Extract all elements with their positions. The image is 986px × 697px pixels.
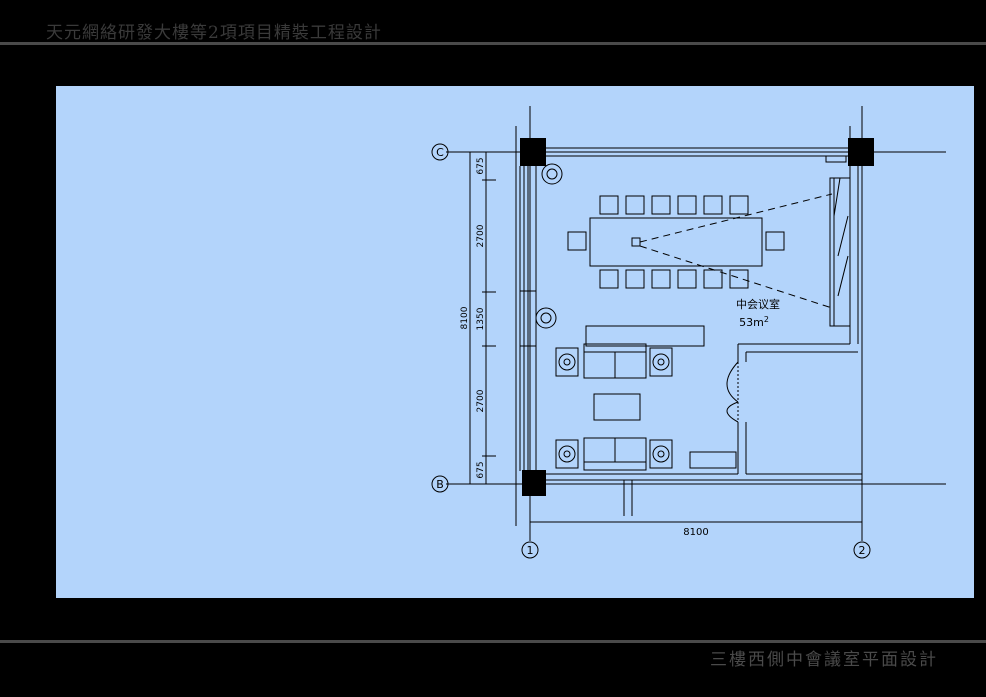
coffee-table [593, 393, 641, 421]
plant-icon [541, 163, 563, 185]
grid-label-2: 2 [859, 544, 866, 557]
conference-table [589, 217, 763, 267]
plant-icon [535, 307, 557, 329]
column [520, 138, 546, 166]
dim-segment-1: 675 [476, 157, 486, 174]
dim-segment-4: 2700 [476, 389, 486, 412]
grid-bubble-c [431, 143, 449, 161]
plan-sheet: C B 1 2 8100 675 2700 1350 2700 675 8100… [56, 86, 974, 598]
grid-bubble-b [431, 475, 449, 493]
dim-segment-5: 675 [476, 461, 486, 478]
column [848, 138, 874, 166]
projector [631, 237, 641, 247]
room-name: 中会议室 [736, 297, 780, 311]
header-rule [0, 42, 986, 45]
dim-total-vertical: 8100 [460, 306, 470, 329]
grid-bubble-1 [521, 541, 539, 559]
footer-rule [0, 640, 986, 643]
grid-label-c: C [436, 146, 444, 159]
dim-segment-2: 2700 [476, 224, 486, 247]
column [522, 470, 546, 496]
dim-segment-3: 1350 [476, 307, 486, 330]
grid-label-1: 1 [527, 544, 534, 557]
sheet-title: 三樓西側中會議室平面設計 [710, 650, 938, 670]
drawing-set-title: 天元網絡研發大樓等2項項目精裝工程設計 [46, 23, 382, 43]
grid-label-b: B [436, 478, 444, 491]
console-table [585, 325, 705, 347]
grid-bubble-2 [853, 541, 871, 559]
floor-plan-drawing: C B 1 2 8100 675 2700 1350 2700 675 8100… [431, 106, 946, 559]
room-area: 53m2 [739, 315, 769, 329]
dim-total-horizontal: 8100 [683, 527, 708, 538]
